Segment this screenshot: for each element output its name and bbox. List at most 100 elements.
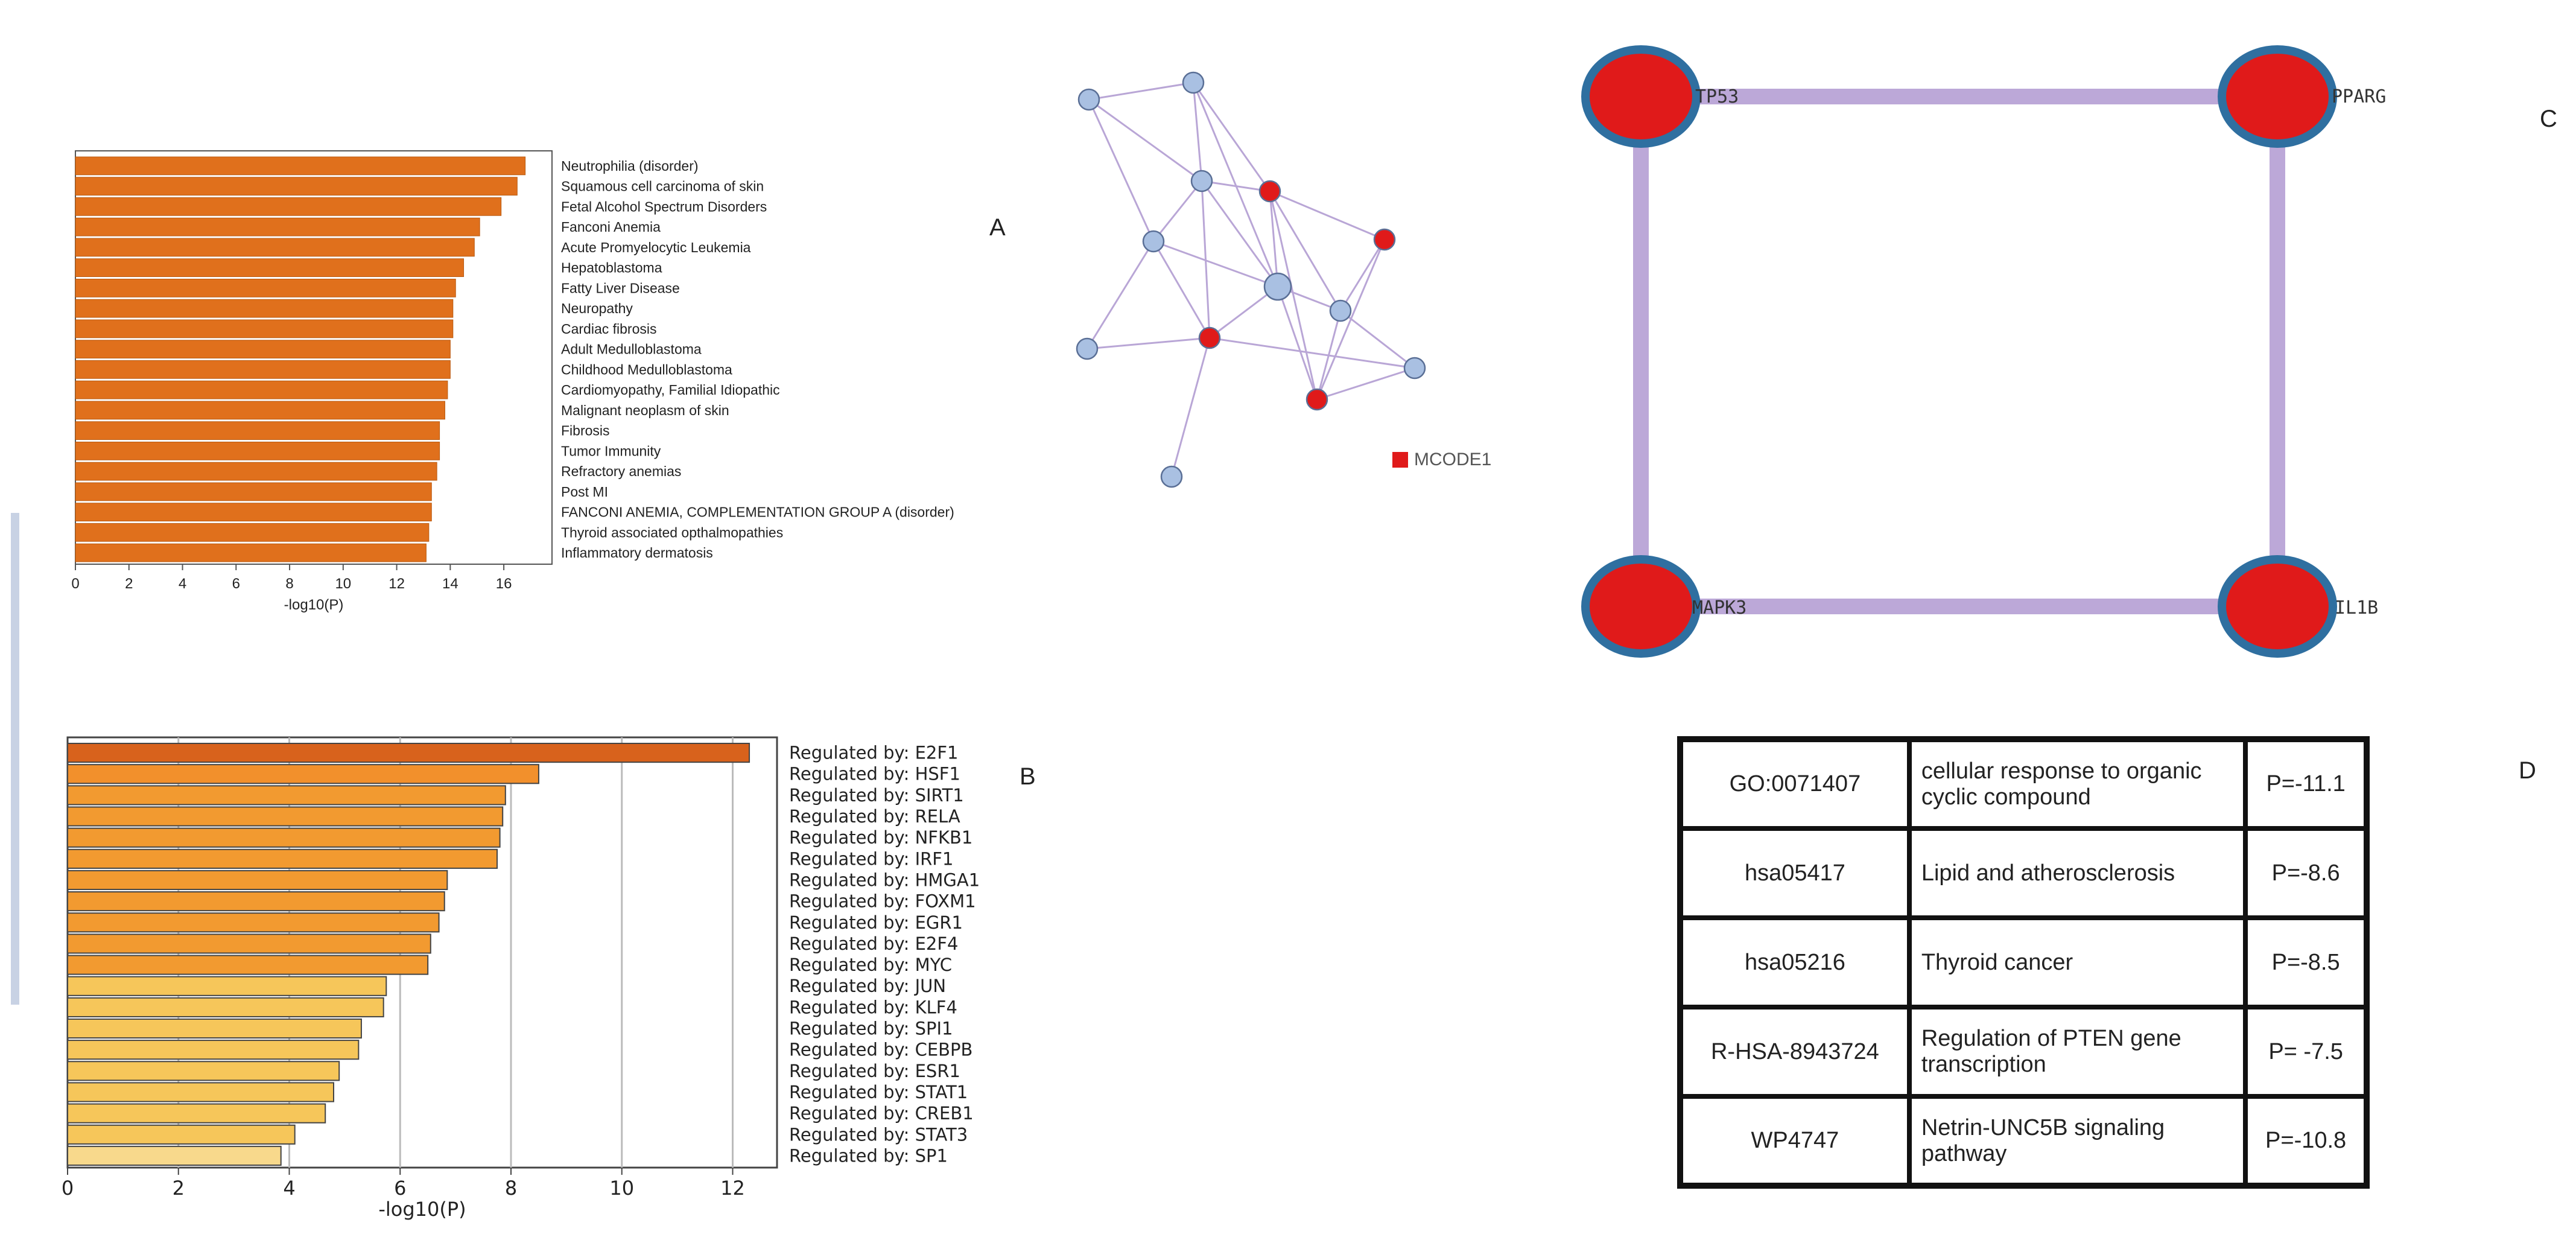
network-edge [1269,190,1385,241]
bar-a [75,319,454,339]
category-label-a: Malignant neoplasm of skin [561,402,729,418]
category-label-a: Neutrophilia (disorder) [561,158,699,174]
category-label-b: Regulated by: CEBPB [789,1040,972,1060]
enrichment-table: GO:0071407 cellular response to organic … [1677,736,2370,1189]
network-node [1076,337,1099,360]
mcode-legend-label: MCODE1 [1414,450,1492,469]
table-cell-p: P=-8.5 [2243,915,2369,1009]
network-edge [1340,310,1415,369]
network-node-mcode [1198,326,1221,349]
category-label-a: Fatty Liver Disease [561,280,680,296]
network-node [1329,299,1352,322]
network-edge [1209,337,1415,369]
bar-a [75,503,432,521]
network-edge [1153,240,1278,288]
category-label-b: Regulated by: HSF1 [789,764,960,784]
bar-a [75,462,437,481]
network-node-mcode [1258,180,1281,203]
x-tick-label-a: 14 [442,576,458,592]
x-tick-label-a: 8 [285,576,293,592]
x-tick-label-a: 4 [179,576,186,592]
bar-a [75,442,440,460]
mcode-network [1076,71,1426,488]
category-label-a: Post MI [561,484,608,500]
category-label-a: Tumor Immunity [561,443,661,459]
network-edge [1152,241,1211,339]
table-cell-p: P=-11.1 [2243,737,2369,831]
bar-a [75,543,427,562]
ppi-node [1581,45,1701,148]
network-edge [1269,191,1279,287]
ppi-node [2218,45,2337,148]
category-label-b: Regulated by: SIRT1 [789,785,964,806]
category-label-a: Inflammatory dermatosis [561,545,713,561]
bar-b [67,1082,334,1102]
bar-a [75,258,465,277]
bar-a [75,279,456,297]
x-tick-label-b: 2 [173,1177,185,1200]
bar-a [75,156,526,176]
category-label-b: Regulated by: SP1 [789,1145,948,1166]
ppi-network [1581,45,2337,658]
network-node [1142,230,1165,253]
table-cell-id: WP4747 [1678,1094,1912,1188]
network-node [1160,465,1183,488]
bar-b [67,785,506,806]
bar-a [75,197,502,216]
ppi-node [1581,555,1701,658]
category-label-a: Fanconi Anemia [561,219,661,235]
network-node [1263,272,1292,301]
category-label-a: Childhood Medulloblastoma [561,361,732,377]
chart-a-disease-enrichment: Neutrophilia (disorder)Squamous cell car… [71,150,954,613]
category-label-b: Regulated by: CREB1 [789,1103,974,1124]
bar-b [67,764,539,784]
network-edge [1088,99,1155,242]
category-label-b: Regulated by: E2F1 [789,743,959,763]
table-row: hsa05216 Thyroid cancer P=-8.5 [1678,915,2369,1009]
category-label-b: Regulated by: MYC [789,955,952,975]
bar-b [67,806,504,827]
category-label-a: Cardiomyopathy, Familial Idiopathic [561,382,780,398]
bar-a [75,299,454,318]
bar-b [67,848,498,869]
network-edge [1201,180,1279,287]
network-edge [1192,82,1279,287]
x-tick-label-a: 12 [389,576,405,592]
network-edge [1269,191,1318,400]
category-label-b: Regulated by: HMGA1 [789,870,980,890]
gene-label-pparg: PPARG [2332,86,2387,107]
category-label-a: Cardiac fibrosis [561,321,657,337]
panel-label-c: C [2540,106,2557,132]
network-node-mcode [1373,228,1396,251]
category-label-a: Thyroid associated opthalmopathies [561,524,783,540]
x-tick-label-a: 16 [496,576,512,592]
x-tick-label-a: 2 [125,576,133,592]
network-edge [1192,82,1203,182]
x-tick-label-a: 10 [335,576,351,592]
network-edge [1086,241,1155,349]
x-tick-label-a: 0 [71,576,79,592]
mcode-legend: MCODE1 [1392,450,1491,470]
bar-a [75,177,518,196]
category-label-b: Regulated by: STAT3 [789,1124,968,1145]
network-edge [1277,286,1318,400]
network-node [1403,357,1426,380]
x-tick-label-b: 12 [720,1177,745,1200]
table-cell-term: Lipid and atherosclerosis [1906,826,2248,920]
category-label-b: Regulated by: JUN [789,976,946,996]
category-label-a: Acute Promyelocytic Leukemia [561,240,751,255]
table-cell-p: P=-8.6 [2243,826,2369,920]
gene-label-tp53: TP53 [1695,86,1739,107]
network-edge [1316,367,1415,401]
bar-b [67,1124,296,1145]
bar-a [75,360,451,379]
network-edge [1087,337,1210,350]
network-edge [1152,180,1203,242]
table-row: R-HSA-8943724 Regulation of PTEN gene tr… [1678,1005,2369,1099]
network-node [1182,71,1205,94]
network-node-mcode [1305,388,1328,411]
bar-a [75,421,440,440]
category-label-a: Neuropathy [561,300,633,316]
network-edge [1170,337,1211,477]
gene-label-il1b: IL1B [2335,597,2379,618]
